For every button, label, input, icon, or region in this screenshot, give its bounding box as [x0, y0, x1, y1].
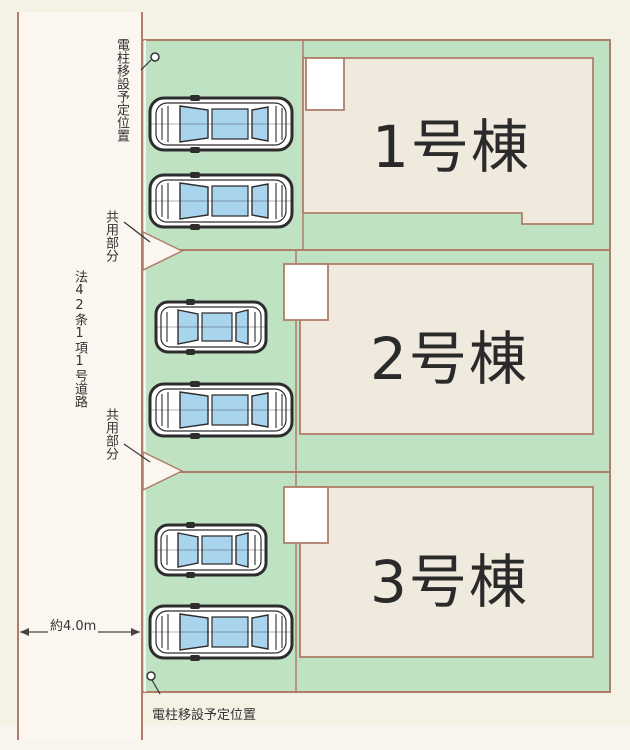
- car-3a: [154, 520, 268, 580]
- building-2-porch: [283, 263, 329, 321]
- shared-part-label-2: 共用部分: [103, 408, 118, 460]
- car-2b: [148, 379, 294, 441]
- shared-part-triangle-1: [142, 230, 184, 272]
- shared-part-label-1: 共用部分: [103, 210, 118, 262]
- road-width-arrow-left: [20, 628, 29, 636]
- road-width-label: 約4.0m: [48, 615, 99, 634]
- building-2-label: 2号棟: [370, 325, 529, 393]
- pole-relocation-label-top: 電柱移設予定位置: [114, 38, 129, 142]
- building-1: [302, 57, 594, 225]
- building-3: [299, 486, 594, 658]
- pole-leader-top: [140, 59, 152, 71]
- shared-part-triangle-2: [142, 450, 184, 492]
- buildings: [283, 57, 594, 658]
- shared-triangles: [142, 230, 184, 492]
- pole-marker-bottom: [146, 671, 156, 681]
- pole-marker-top: [150, 52, 160, 62]
- road-width-arrow-right: [131, 628, 140, 636]
- building-1-porch: [305, 57, 345, 111]
- pole-leader-bottom: [151, 679, 161, 695]
- car-3b: [148, 601, 294, 663]
- building-1-label: 1号棟: [372, 113, 531, 181]
- building-3-porch: [283, 486, 329, 544]
- shared-part-leader-1: [123, 221, 151, 243]
- building-2: [299, 263, 594, 435]
- pole-relocation-label-bottom: 電柱移設予定位置: [152, 708, 257, 723]
- building-3-label: 3号棟: [370, 548, 529, 616]
- car-2a: [154, 297, 268, 357]
- car-1b: [148, 170, 294, 232]
- shared-part-leader-2: [123, 443, 151, 463]
- road-type-label: 法42条1項1号道路: [72, 270, 87, 408]
- car-1a: [148, 93, 294, 155]
